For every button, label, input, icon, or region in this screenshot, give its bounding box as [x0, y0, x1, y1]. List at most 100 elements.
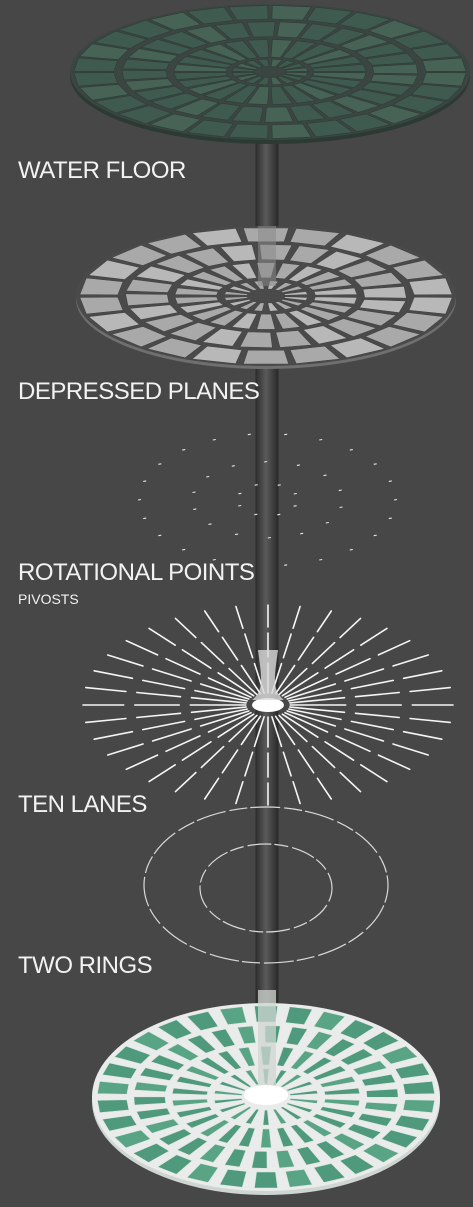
- lane-segment: [181, 648, 212, 670]
- tile: [280, 1106, 303, 1120]
- tile: [133, 85, 186, 102]
- lane-segment: [125, 754, 159, 771]
- pivot-point: [254, 513, 258, 516]
- tile: [230, 262, 258, 280]
- tile: [231, 67, 256, 73]
- tile: [228, 298, 253, 307]
- tile: [271, 5, 312, 21]
- tile: [199, 1119, 230, 1138]
- tile: [132, 1143, 170, 1163]
- tile: [146, 337, 203, 359]
- tile: [175, 1106, 213, 1118]
- tile: [96, 1099, 130, 1114]
- tile: [146, 233, 203, 255]
- pivot-point: [231, 465, 235, 467]
- tile: [365, 1088, 399, 1098]
- layer-label-two-rings: TWO RINGS: [18, 952, 153, 979]
- tile: [338, 113, 392, 133]
- lane-segment: [142, 679, 186, 690]
- tile: [339, 34, 390, 52]
- lane-segment: [200, 641, 225, 665]
- tile: [257, 58, 270, 68]
- tile: [336, 259, 389, 279]
- tile: [246, 86, 270, 105]
- pivot-point: [349, 548, 353, 551]
- tile: [392, 30, 447, 49]
- tile: [422, 57, 467, 72]
- tile: [364, 326, 422, 348]
- tile: [246, 21, 276, 38]
- tile: [184, 25, 229, 44]
- tile: [158, 1128, 193, 1146]
- tile: [313, 1163, 346, 1183]
- tile: [313, 287, 358, 296]
- pivot-point: [293, 505, 297, 507]
- tile: [229, 1074, 252, 1088]
- lane-segment: [335, 657, 371, 675]
- rotational-points: [137, 433, 398, 566]
- tile: [354, 42, 407, 59]
- tile: [150, 92, 201, 110]
- pivot-point: [158, 463, 162, 465]
- pivot-point: [137, 498, 142, 501]
- lane-segment: [292, 780, 301, 805]
- tile: [134, 1081, 168, 1093]
- tile: [234, 74, 259, 81]
- lane-segment: [199, 683, 250, 700]
- tile: [285, 1081, 314, 1092]
- tile: [292, 82, 338, 101]
- tile: [402, 1099, 436, 1114]
- tile: [143, 313, 196, 333]
- lane-segment: [402, 730, 443, 741]
- tile: [332, 1132, 366, 1151]
- lane-segment: [174, 617, 197, 639]
- lane-segment: [335, 735, 371, 753]
- tile: [270, 86, 294, 105]
- tile: [339, 1019, 375, 1040]
- tile: [270, 58, 283, 68]
- tile: [178, 278, 225, 291]
- lane-segment: [221, 636, 239, 661]
- lane-segment: [324, 740, 355, 762]
- tile: [238, 301, 258, 310]
- pole-reflection: [258, 226, 276, 286]
- tile: [128, 304, 179, 321]
- tile: [87, 259, 141, 280]
- lane-segment: [286, 683, 337, 700]
- pivot-point: [319, 438, 323, 441]
- tile: [101, 1114, 138, 1132]
- tile: [287, 309, 324, 327]
- tile: [228, 5, 269, 21]
- tile: [307, 75, 363, 88]
- pivot-point: [143, 480, 147, 482]
- lane-segment: [286, 710, 337, 727]
- lane-segment: [377, 754, 411, 771]
- tile: [285, 1006, 313, 1026]
- tile: [338, 11, 392, 31]
- tile: [301, 49, 353, 65]
- tile: [307, 301, 354, 314]
- tile: [186, 119, 234, 138]
- tile: [210, 1028, 236, 1048]
- layer-label-water-floor: WATER FLOOR: [18, 157, 186, 184]
- tile: [148, 113, 202, 133]
- tile: [394, 1114, 431, 1132]
- pivot-point: [208, 523, 212, 525]
- tile: [270, 76, 283, 86]
- tile: [362, 285, 407, 299]
- lane-segment: [282, 751, 292, 777]
- lane-segment: [221, 749, 239, 774]
- tile: [353, 271, 404, 288]
- tile: [133, 1096, 167, 1106]
- tile: [410, 84, 462, 101]
- tile: [224, 1148, 247, 1168]
- tile: [264, 106, 294, 123]
- tile: [93, 95, 148, 114]
- tile: [231, 71, 256, 77]
- tile: [113, 1045, 152, 1065]
- tile: [190, 306, 233, 321]
- pivot-point: [277, 513, 281, 516]
- tile: [408, 296, 453, 315]
- pivot-point: [192, 491, 196, 494]
- lane-segment: [289, 696, 346, 704]
